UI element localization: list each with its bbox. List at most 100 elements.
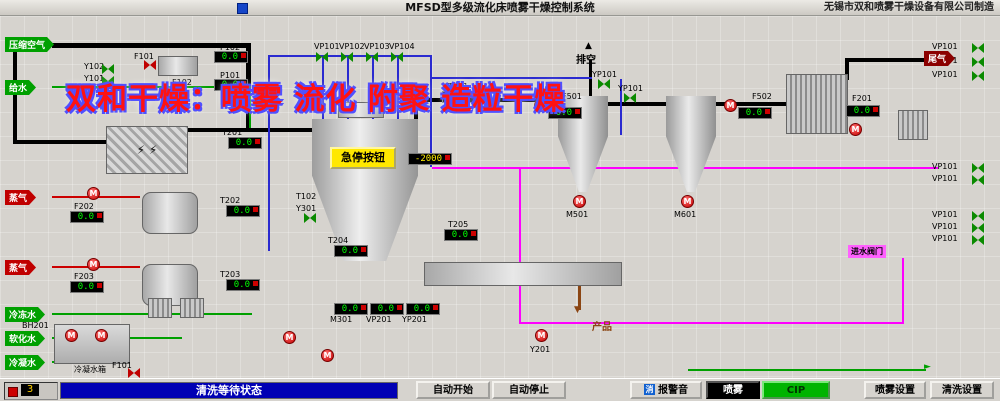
filter-box-2 bbox=[180, 298, 204, 318]
valve-YP101-a[interactable] bbox=[598, 79, 610, 89]
water-top-down bbox=[249, 86, 251, 128]
valve-Y301[interactable] bbox=[304, 213, 316, 223]
duct-to-exhaust bbox=[845, 58, 927, 62]
blue-cyclone-vert bbox=[620, 79, 622, 135]
auto-stop-button[interactable]: 自动停止 bbox=[492, 381, 566, 399]
display-T201: 0.0 bbox=[228, 137, 262, 149]
valve-condensate-pump[interactable] bbox=[128, 368, 140, 378]
product-arrow: ▼ bbox=[574, 305, 581, 315]
valve-VP101-r3[interactable] bbox=[972, 71, 984, 81]
valve-VP104[interactable] bbox=[391, 52, 403, 62]
label-F202: F202 bbox=[74, 202, 94, 211]
label-YP101-a: YP101 bbox=[592, 70, 617, 79]
spray-button[interactable]: 喷雾 bbox=[706, 381, 760, 399]
label-P101: P101 bbox=[220, 71, 241, 80]
duct-chamber-cyclone bbox=[414, 98, 560, 102]
display-F501: 0.0 bbox=[548, 107, 582, 119]
bag-filter bbox=[786, 74, 848, 134]
tag-exhaust: 尾气 bbox=[924, 51, 955, 66]
display-T401: 0.0 bbox=[442, 91, 476, 103]
motor-Y201[interactable]: M bbox=[535, 329, 548, 342]
label-F101: F101 bbox=[134, 52, 154, 61]
valve-VP102[interactable] bbox=[341, 52, 353, 62]
label-Y201: Y201 bbox=[530, 345, 551, 354]
label-P102: P102 bbox=[220, 43, 241, 52]
valve-Y101[interactable] bbox=[102, 76, 114, 86]
label-VP201: VP201 bbox=[366, 315, 392, 324]
duct-baghouse-up bbox=[845, 58, 849, 80]
vent-arrow: ▲ bbox=[585, 41, 592, 51]
label-BH201: BH201 bbox=[22, 321, 49, 330]
label-VP101-top: VP101 bbox=[314, 42, 340, 51]
duct-left-vert bbox=[13, 46, 17, 144]
tag-soft-water: 软化水 bbox=[5, 331, 45, 346]
status-message: 清洗等待状态 bbox=[60, 382, 398, 399]
motor-pump-1[interactable]: M bbox=[283, 331, 296, 344]
motor-steam-2[interactable]: M bbox=[87, 258, 100, 271]
label-T201: T201 bbox=[222, 128, 243, 137]
blue-drop-1 bbox=[322, 57, 324, 119]
display-chamber-pressure: -2000 bbox=[408, 153, 452, 165]
valve-F101[interactable] bbox=[144, 60, 156, 70]
display-T203: 0.0 bbox=[226, 279, 260, 291]
display-fluidbed-1: 0.0 bbox=[334, 303, 368, 315]
alarm-mute-button[interactable]: 消报警音 bbox=[630, 381, 702, 399]
valve-VP101-r8[interactable] bbox=[972, 235, 984, 245]
label-F203: F203 bbox=[74, 272, 94, 281]
motor-F201[interactable]: M bbox=[849, 123, 862, 136]
label-F101-pump: F101 bbox=[112, 361, 132, 370]
display-F201: 0.0 bbox=[846, 105, 880, 117]
motor-steam-1[interactable]: M bbox=[87, 187, 100, 200]
motor-agitator-1[interactable]: M bbox=[65, 329, 78, 342]
valve-VP103[interactable] bbox=[366, 52, 378, 62]
blue-left-vert bbox=[268, 57, 270, 251]
motor-M601[interactable]: M bbox=[681, 195, 694, 208]
tag-steam-1: 蒸气 bbox=[5, 190, 36, 205]
display-F203: 0.0 bbox=[70, 281, 104, 293]
auto-start-button[interactable]: 自动开始 bbox=[416, 381, 490, 399]
motor-pump-2[interactable]: M bbox=[321, 349, 334, 362]
label-VP101-r1: VP101 bbox=[932, 42, 958, 51]
condensate-tank bbox=[54, 324, 130, 364]
valve-VP101-r6[interactable] bbox=[972, 211, 984, 221]
duct-cyclone2-baghouse bbox=[714, 102, 788, 106]
label-Y102: Y102 bbox=[84, 62, 105, 71]
valve-Y102[interactable] bbox=[102, 64, 114, 74]
label-T202: T202 bbox=[220, 196, 241, 205]
alarm-indicator bbox=[8, 387, 18, 397]
valve-VP101-r1[interactable] bbox=[972, 43, 984, 53]
valve-VP101-r2[interactable] bbox=[972, 57, 984, 67]
duct-heater-chamber bbox=[188, 128, 314, 132]
valve-VP101-r5[interactable] bbox=[972, 175, 984, 185]
green-arrow-right: ► bbox=[924, 362, 931, 372]
motor-agitator-2[interactable]: M bbox=[95, 329, 108, 342]
label-T401: T401 bbox=[448, 82, 469, 91]
label-Y101: Y101 bbox=[84, 74, 105, 83]
motor-F501[interactable]: M bbox=[534, 99, 547, 112]
clean-settings-button[interactable]: 清洗设置 bbox=[930, 381, 994, 399]
cip-bottom-h bbox=[519, 322, 904, 324]
display-P102: 0.0 bbox=[214, 51, 248, 63]
cip-button[interactable]: CIP bbox=[762, 381, 830, 399]
display-T202: 0.0 bbox=[226, 205, 260, 217]
valve-VP101-r7[interactable] bbox=[972, 223, 984, 233]
heat-exchanger-1 bbox=[142, 192, 198, 234]
label-YP201: YP201 bbox=[402, 315, 427, 324]
label-T102: T102 bbox=[296, 192, 317, 201]
label-YP101-b: YP101 bbox=[618, 84, 643, 93]
display-fluidbed-3: 0.0 bbox=[406, 303, 440, 315]
valve-YP101-b[interactable] bbox=[624, 93, 636, 103]
motor-F502[interactable]: M bbox=[724, 99, 737, 112]
valve-VP101-r4[interactable] bbox=[972, 163, 984, 173]
page-panel: 3 bbox=[4, 382, 58, 400]
tag-chilled-water: 冷冻水 bbox=[5, 307, 45, 322]
motor-M501[interactable]: M bbox=[573, 195, 586, 208]
valve-VP101[interactable] bbox=[316, 52, 328, 62]
label-VP102: VP102 bbox=[339, 42, 365, 51]
window-title: MFSD型多级流化床喷雾干燥控制系统 bbox=[405, 1, 595, 14]
spray-settings-button[interactable]: 喷雾设置 bbox=[864, 381, 926, 399]
emergency-stop-button[interactable]: 急停按钮 bbox=[330, 147, 396, 169]
app-icon bbox=[237, 3, 248, 14]
tag-feed-water: 给水 bbox=[5, 80, 36, 95]
display-P101: 0.0 bbox=[214, 79, 248, 91]
